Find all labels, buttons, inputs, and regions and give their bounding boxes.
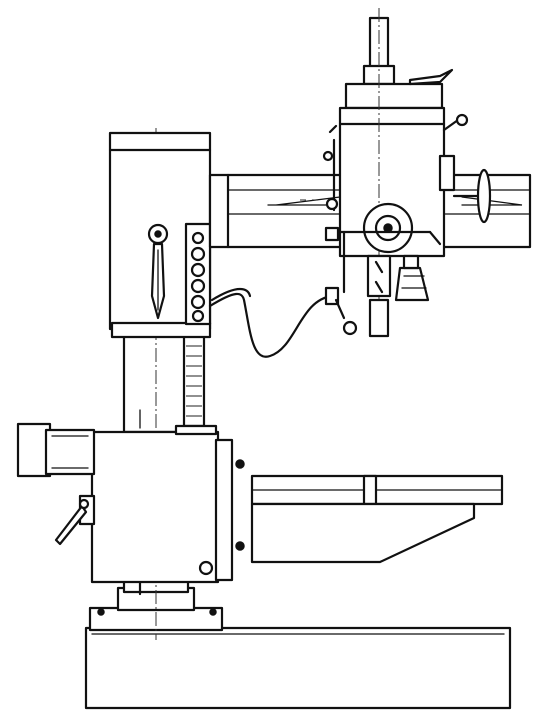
feed-gearbox	[16, 422, 245, 584]
elevating-screw	[182, 332, 206, 428]
power-cable	[208, 286, 358, 358]
machine-base	[84, 586, 512, 710]
work-table	[250, 474, 504, 564]
drill-head	[322, 8, 492, 338]
motor-housing	[108, 131, 212, 339]
